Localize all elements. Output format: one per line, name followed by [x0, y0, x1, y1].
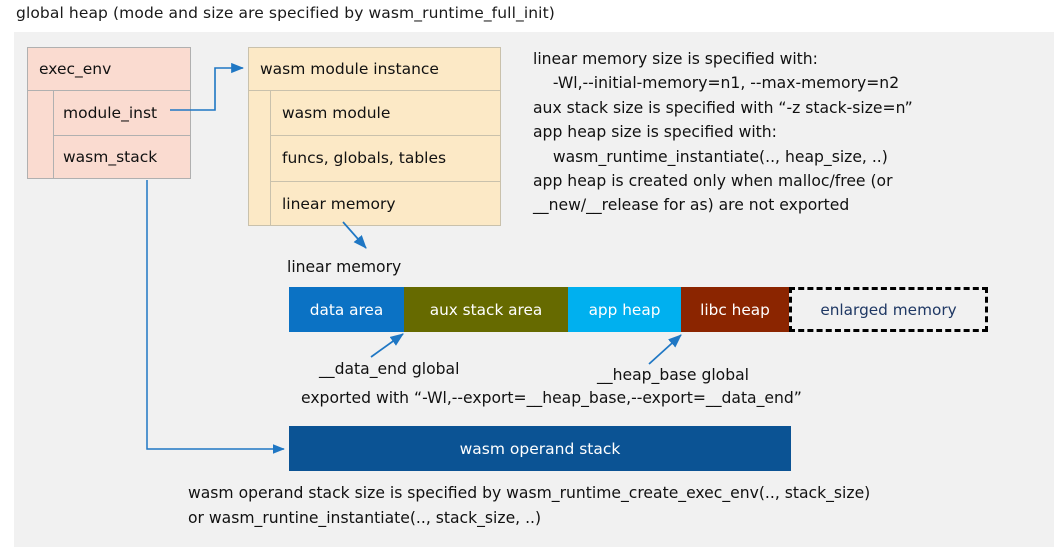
wasm-module-instance-box: wasm module instance wasm module funcs, …: [248, 47, 501, 226]
segment-app-heap: app heap: [568, 287, 681, 332]
annotation-heap-base-global: __heap_base global: [597, 366, 750, 384]
module-row-wasm-module: wasm module: [271, 91, 500, 137]
exec-env-box: exec_env module_inst wasm_stack: [27, 47, 191, 179]
segment-aux-stack-area: aux stack area: [404, 287, 568, 332]
page-title: global heap (mode and size are specified…: [16, 4, 555, 22]
segment-enlarged-memory: enlarged memory: [789, 287, 988, 332]
wasm-module-instance-header: wasm module instance: [249, 48, 500, 91]
linear-memory-notes: linear memory size is specified with: -W…: [533, 50, 913, 215]
segment-data-area: data area: [289, 287, 404, 332]
exec-env-header: exec_env: [28, 48, 190, 91]
operand-stack-notes: wasm operand stack size is specified by …: [188, 484, 871, 527]
wasm-operand-stack-box: wasm operand stack: [289, 426, 791, 471]
module-row-funcs-globals-tables: funcs, globals, tables: [271, 136, 500, 182]
linear-memory-label: linear memory: [287, 258, 402, 276]
segment-libc-heap: libc heap: [681, 287, 789, 332]
exec-env-rows: module_inst wasm_stack: [54, 91, 190, 179]
exec-env-row-wasm-stack: wasm_stack: [63, 148, 158, 167]
exec-env-row-module-inst: module_inst: [54, 91, 190, 136]
annotation-exported-with: exported with “-Wl,--export=__heap_base,…: [301, 389, 802, 407]
wasm-module-instance-body: wasm module funcs, globals, tables linea…: [249, 91, 500, 226]
annotation-data-end-global: __data_end global: [319, 360, 460, 378]
exec-env-gutter: [28, 91, 54, 179]
linear-memory-bar: data area aux stack area app heap libc h…: [289, 287, 988, 332]
module-row-linear-memory: linear memory: [282, 194, 396, 213]
wasm-module-instance-rows: wasm module funcs, globals, tables linea…: [271, 91, 500, 226]
exec-env-body: module_inst wasm_stack: [28, 91, 190, 179]
wasm-module-instance-gutter: [249, 91, 271, 226]
